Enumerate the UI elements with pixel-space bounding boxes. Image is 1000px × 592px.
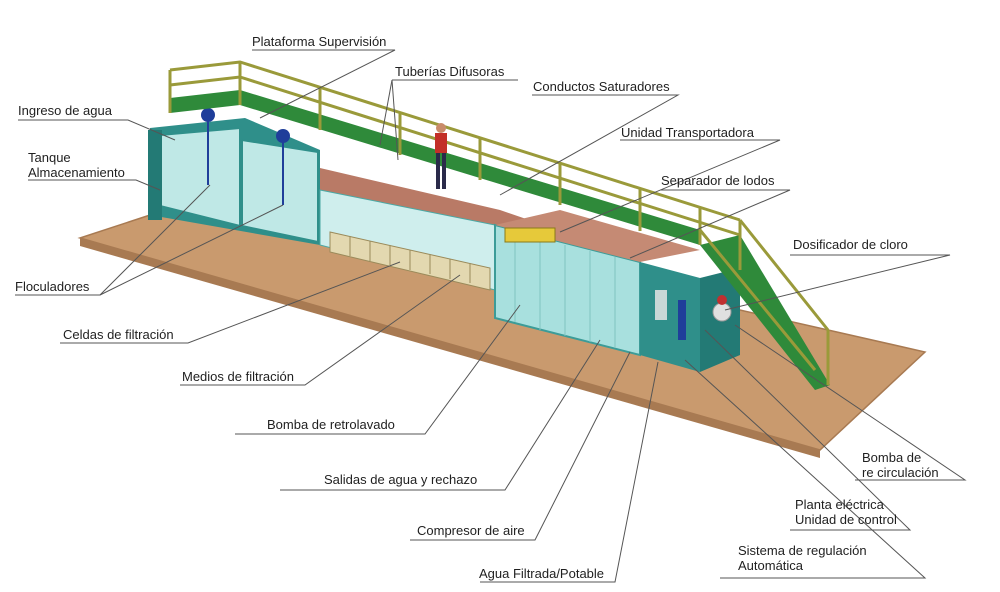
label-separador: Separador de lodos [661,173,775,188]
tank-glass-2 [241,138,319,244]
leader-agua [480,361,659,583]
label-sistema-line2: Automática [738,558,804,573]
leader-transportadora [559,139,781,233]
flocculator-blue-2 [276,129,290,143]
stairs [700,235,830,390]
leader-retrolavado [235,304,521,435]
label-plataforma: Plataforma Supervisión [252,34,387,49]
leader-ingreso [18,119,176,141]
label-ingreso: Ingreso de agua [18,103,112,118]
leader-sistema [684,359,927,579]
leader-plataforma [252,49,396,119]
leader-conductos [499,94,680,196]
label-tanque-line2: Almacenamiento [28,165,125,180]
leader-planta [704,329,912,531]
label-recirculacion-line2: re circulación [862,465,939,480]
worker-figure [435,123,447,189]
control-room [640,262,700,372]
floor-edge [80,238,820,458]
separator-top [495,210,700,262]
label-salidas: Salidas de agua y rechazo [324,472,478,487]
label-tanque-line1: Tanque [28,150,71,165]
chlorine-dosifier [712,302,732,322]
supervision-walkway [170,90,700,245]
leader-separador [629,189,791,259]
label-planta: Planta eléctrica Unidad de control [795,497,897,527]
label-bomba-recirculacion: Bomba de re circulación [862,450,939,480]
label-compresor: Compresor de aire [417,523,525,538]
leader-compresor [410,351,631,541]
leader-dosificador [724,254,951,311]
label-tuberias: Tuberías Difusoras [395,64,505,79]
leader-celdas [60,261,401,344]
label-sistema-line1: Sistema de regulación [738,543,867,558]
label-dosificador: Dosificador de cloro [793,237,908,252]
label-agua-filtrada: Agua Filtrada/Potable [479,566,605,581]
leader-tanque [28,179,161,191]
leader-salidas [280,339,601,491]
label-conductos: Conductos Saturadores [533,79,670,94]
label-unidad-transportadora: Unidad Transportadora [621,125,754,140]
conveyor-unit [504,227,556,243]
label-sistema: Sistema de regulación Automática [738,543,867,573]
label-medios: Medios de filtración [182,369,294,384]
leader-medios [180,274,461,386]
label-recirculacion-line1: Bomba de [862,450,922,465]
label-bomba-retrolavado: Bomba de retrolavado [267,417,395,432]
label-floculadores: Floculadores [15,279,90,294]
label-planta-line1: Planta eléctrica [795,497,884,512]
flocculator-blue-1 [201,108,215,122]
leader-recirculacion [734,324,967,481]
tank-pillar [148,130,162,220]
label-planta-line2: Unidad de control [795,512,897,527]
label-celdas: Celdas de filtración [63,327,174,342]
label-tanque: Tanque Almacenamiento [28,150,125,180]
